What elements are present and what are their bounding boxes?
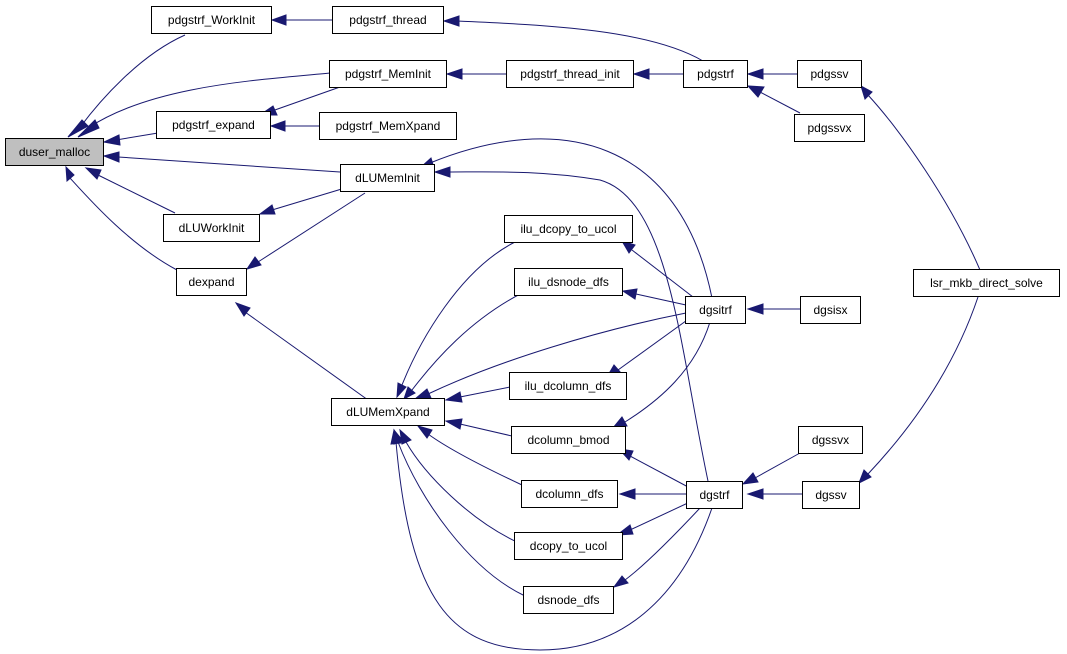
edge-pdgstrf_thread-pdgstrf_WorkInit [270, 14, 332, 26]
edge-pdgstrf_MemXpand-pdgstrf_expand [269, 120, 320, 132]
node-pdgstrf_WorkInit: pdgstrf_WorkInit [151, 6, 272, 34]
svg-text:pdgstrf_thread_init: pdgstrf_thread_init [520, 67, 620, 81]
svg-text:dLUMemXpand: dLUMemXpand [346, 405, 429, 419]
edge-ilu_dcopy_to_ucol-dLUMemXpand [396, 241, 516, 399]
svg-text:dgstrf: dgstrf [699, 488, 730, 502]
node-pdgstrf: pdgstrf [683, 60, 748, 88]
svg-text:dLUWorkInit: dLUWorkInit [179, 221, 245, 235]
edge-lsr_mkb_direct_solve-pdgssv [860, 84, 981, 271]
node-dgsisx: dgsisx [800, 296, 861, 324]
svg-text:dcopy_to_ucol: dcopy_to_ucol [530, 539, 607, 553]
svg-text:pdgstrf: pdgstrf [697, 67, 734, 81]
node-dsnode_dfs: dsnode_dfs [523, 586, 614, 614]
node-pdgssv: pdgssv [797, 60, 862, 88]
svg-text:dgssv: dgssv [815, 488, 846, 502]
svg-text:dcolumn_bmod: dcolumn_bmod [527, 433, 609, 447]
edge-pdgstrf_expand-duser_malloc [102, 132, 159, 146]
node-dgssv: dgssv [802, 481, 860, 509]
edge-dcolumn_bmod-dLUMemXpand [444, 418, 513, 437]
svg-text:pdgstrf_thread: pdgstrf_thread [349, 13, 426, 27]
edge-dgssv-dgstrf [746, 488, 802, 500]
edge-dgstrf-dcolumn_dfs [618, 488, 686, 500]
node-pdgstrf_MemInit: pdgstrf_MemInit [329, 60, 447, 88]
svg-text:dcolumn_dfs: dcolumn_dfs [535, 487, 603, 501]
node-pdgssvx: pdgssvx [794, 114, 865, 142]
svg-text:pdgstrf_expand: pdgstrf_expand [172, 118, 255, 132]
edge-dgsitrf-dcolumn_bmod [611, 321, 711, 429]
edge-dLUMemInit-dLUWorkInit [258, 187, 346, 215]
node-pdgstrf_thread_init: pdgstrf_thread_init [506, 60, 634, 88]
svg-text:dLUMemInit: dLUMemInit [355, 171, 420, 185]
node-dgstrf: dgstrf [686, 481, 743, 509]
svg-text:pdgstrf_MemInit: pdgstrf_MemInit [345, 67, 432, 81]
edge-dgsisx-dgsitrf [746, 303, 800, 315]
node-dexpand: dexpand [176, 268, 247, 296]
node-dgssvx: dgssvx [798, 426, 863, 454]
edge-pdgstrf_MemInit-pdgstrf_expand [258, 86, 341, 116]
edge-dcopy_to_ucol-dLUMemXpand [399, 428, 518, 543]
edge-dgsitrf-ilu_dsnode_dfs [621, 288, 687, 306]
edge-dgstrf-dLUMemXpand [390, 428, 713, 651]
node-pdgstrf_MemXpand: pdgstrf_MemXpand [319, 112, 457, 140]
edge-dLUMemInit-duser_malloc [102, 151, 341, 173]
edge-dLUWorkInit-duser_malloc [84, 167, 176, 214]
edge-pdgstrf_MemInit-duser_malloc [77, 72, 331, 138]
node-dcopy_to_ucol: dcopy_to_ucol [514, 532, 623, 560]
svg-text:pdgssv: pdgssv [810, 67, 848, 81]
node-dLUMemXpand: dLUMemXpand [331, 398, 445, 426]
svg-text:pdgssvx: pdgssvx [807, 121, 851, 135]
node-dcolumn_dfs: dcolumn_dfs [521, 480, 618, 508]
edge-ilu_dcolumn_dfs-dLUMemXpand [444, 386, 511, 403]
edge-dgsitrf-ilu_dcolumn_dfs [605, 317, 691, 378]
svg-text:lsr_mkb_direct_solve: lsr_mkb_direct_solve [930, 276, 1043, 290]
node-pdgstrf_thread: pdgstrf_thread [332, 6, 444, 34]
edge-dgstrf-dLUMemInit [433, 166, 709, 482]
svg-text:ilu_dsnode_dfs: ilu_dsnode_dfs [528, 275, 609, 289]
svg-text:ilu_dcolumn_dfs: ilu_dcolumn_dfs [525, 379, 612, 393]
svg-text:ilu_dcopy_to_ucol: ilu_dcopy_to_ucol [520, 222, 616, 236]
edge-pdgstrf_thread_init-pdgstrf_MemInit [445, 68, 507, 80]
edge-dcolumn_dfs-dLUMemXpand [416, 425, 523, 486]
edge-dLUMemXpand-dexpand [234, 302, 369, 401]
edge-pdgstrf-pdgstrf_thread_init [632, 68, 684, 80]
edge-ilu_dsnode_dfs-dLUMemXpand [403, 292, 523, 401]
svg-text:dsnode_dfs: dsnode_dfs [537, 593, 599, 607]
edge-dgstrf-dcolumn_bmod [617, 448, 691, 489]
svg-text:dgssvx: dgssvx [812, 433, 849, 447]
edge-pdgstrf-pdgstrf_thread [442, 15, 704, 62]
edge-dgssvx-dgstrf [741, 452, 801, 485]
svg-text:pdgstrf_MemXpand: pdgstrf_MemXpand [336, 119, 441, 133]
edge-pdgssvx-pdgstrf [746, 85, 801, 114]
svg-text:dgsisx: dgsisx [813, 303, 847, 317]
edge-pdgstrf_WorkInit-duser_malloc [67, 34, 186, 138]
node-ilu_dcopy_to_ucol: ilu_dcopy_to_ucol [504, 215, 633, 243]
node-duser_malloc: duser_malloc [5, 138, 104, 166]
edge-dLUMemInit-dexpand [245, 192, 366, 270]
node-dLUMemInit: dLUMemInit [340, 164, 435, 192]
edge-pdgssv-pdgstrf [746, 68, 798, 80]
edge-dexpand-duser_malloc [65, 165, 178, 271]
svg-text:pdgstrf_WorkInit: pdgstrf_WorkInit [168, 13, 256, 27]
svg-text:dexpand: dexpand [188, 275, 234, 289]
node-dcolumn_bmod: dcolumn_bmod [511, 426, 626, 454]
node-ilu_dsnode_dfs: ilu_dsnode_dfs [514, 268, 623, 296]
edge-dgstrf-dsnode_dfs [612, 507, 701, 588]
node-lsr_mkb_direct_solve: lsr_mkb_direct_solve [913, 269, 1060, 297]
edge-lsr_mkb_direct_solve-dgssv [858, 296, 979, 485]
node-ilu_dcolumn_dfs: ilu_dcolumn_dfs [509, 372, 627, 400]
node-pdgstrf_expand: pdgstrf_expand [156, 111, 271, 139]
node-dLUWorkInit: dLUWorkInit [163, 214, 260, 242]
node-dgsitrf: dgsitrf [685, 296, 746, 324]
svg-text:dgsitrf: dgsitrf [699, 303, 732, 317]
svg-text:duser_malloc: duser_malloc [19, 145, 90, 159]
